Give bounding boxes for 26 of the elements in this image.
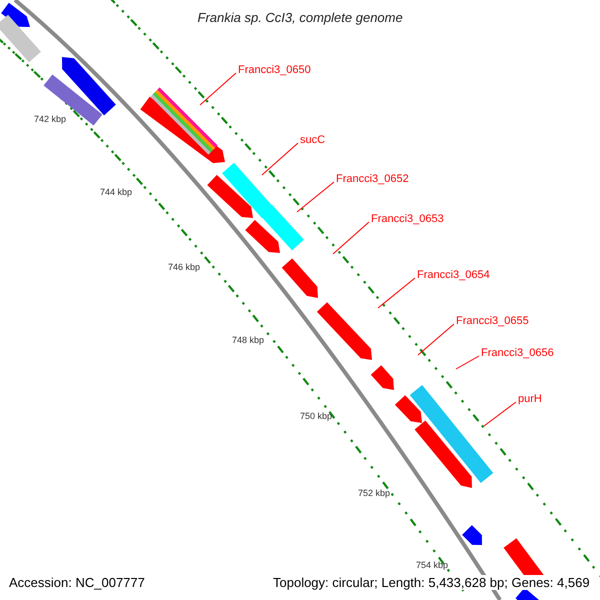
gene-label: sucC <box>300 134 326 146</box>
leader-line <box>418 324 454 356</box>
leader-line <box>456 356 480 370</box>
scale-label: 746 kbp <box>168 262 200 272</box>
leader-line <box>484 402 516 426</box>
info-text: Accession: NC_007777 <box>9 575 145 590</box>
diagram-title: Frankia sp. CcI3, complete genome <box>198 10 403 25</box>
leader-line <box>332 222 370 254</box>
info-text: Topology: circular; Length: 5,433,628 bp; Genes: 4,569 <box>273 575 590 590</box>
scale-label: 750 kbp <box>300 411 332 421</box>
scale-label: 744 kbp <box>100 187 132 197</box>
scale-label: 754 kbp <box>416 560 448 570</box>
gene-label: Francci3_0650 <box>238 64 311 76</box>
gene-label: Francci3_0655 <box>456 315 529 327</box>
gene-label: Francci3_0653 <box>371 213 444 225</box>
scale-label: 748 kbp <box>232 335 264 345</box>
gene-label: Francci3_0656 <box>481 347 554 359</box>
leader-line <box>296 182 334 212</box>
gene-label: purH <box>518 393 542 405</box>
scale-label: 752 kbp <box>358 488 390 498</box>
leader-line <box>200 72 236 106</box>
leader-line <box>262 142 298 176</box>
gene-label: Francci3_0654 <box>417 269 490 281</box>
leader-line <box>378 278 416 308</box>
gene-label: Francci3_0652 <box>336 173 409 185</box>
scale-label: 742 kbp <box>34 114 66 124</box>
